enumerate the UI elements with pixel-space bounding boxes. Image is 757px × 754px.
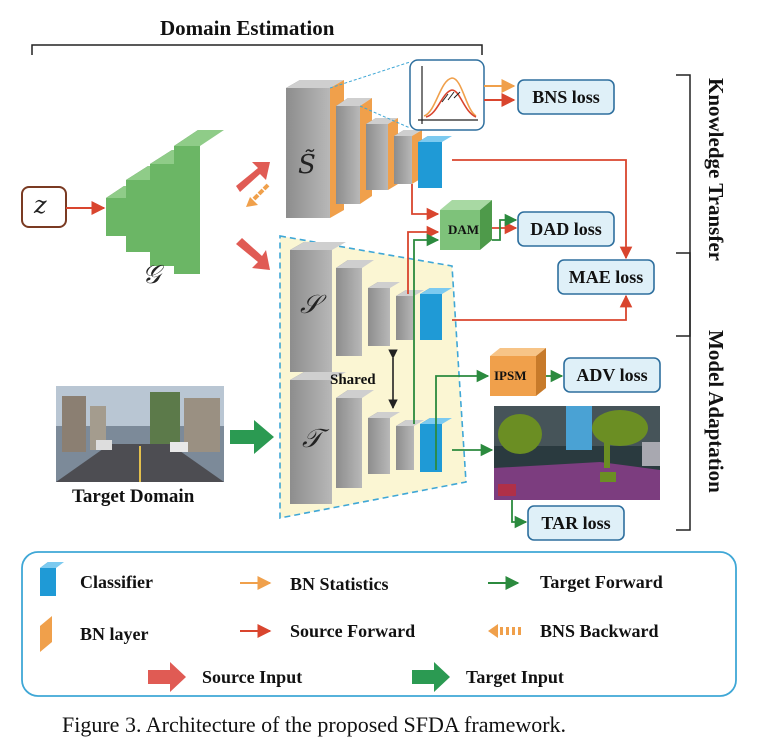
model-adaptation-label: Model Adaptation bbox=[704, 330, 728, 493]
knowledge-transfer-bracket bbox=[676, 74, 691, 337]
t-symbol: 𝒯 bbox=[302, 424, 322, 454]
s-tilde-to-dam-arrow bbox=[411, 184, 440, 221]
t-to-ipsm-arrow bbox=[435, 369, 490, 470]
shared-label: Shared bbox=[330, 372, 376, 388]
source-input-arrow-up bbox=[236, 162, 270, 192]
legend-bn-layer-label: BN layer bbox=[80, 624, 149, 644]
mae-loss-label: MAE loss bbox=[568, 266, 644, 287]
t-network bbox=[290, 372, 452, 504]
segmentation-output-image bbox=[494, 406, 660, 500]
s-network bbox=[290, 242, 452, 372]
adv-loss-box bbox=[563, 357, 661, 393]
legend-bn-layer-icon bbox=[40, 616, 52, 652]
legend-source-input-arrow bbox=[148, 662, 186, 692]
figure-caption: Figure 3. Architecture of the proposed S… bbox=[62, 712, 567, 737]
domain-estimation-bracket bbox=[31, 44, 483, 55]
tar-loss-label: TAR loss bbox=[541, 512, 611, 533]
legend-classifier-label: Classifier bbox=[80, 572, 153, 592]
model-adaptation-bracket bbox=[676, 252, 691, 531]
bns-backward-arrow bbox=[246, 183, 270, 207]
dam-label: DAM bbox=[448, 222, 480, 237]
dad-loss-box bbox=[517, 211, 615, 247]
dam-module bbox=[440, 200, 492, 250]
legend-classifier-icon bbox=[40, 562, 64, 596]
legend-target-forward-label: Target Forward bbox=[540, 572, 663, 592]
s-tilde-symbol: S̃ bbox=[298, 150, 316, 180]
segmentation-to-tar-arrow bbox=[511, 498, 528, 529]
adv-loss-label: ADV loss bbox=[576, 364, 648, 385]
bns-loss-box bbox=[517, 79, 615, 115]
knowledge-transfer-label: Knowledge Transfer bbox=[704, 78, 728, 261]
tar-loss-box bbox=[527, 505, 625, 541]
s-to-mae-arrow bbox=[452, 294, 633, 321]
ipsm-module bbox=[490, 348, 546, 396]
generator-symbol: 𝒢 bbox=[142, 260, 161, 290]
generator-network bbox=[106, 130, 224, 274]
ipsm-label: IPSM bbox=[494, 368, 527, 383]
s-tilde-network bbox=[286, 80, 452, 218]
legend-frame bbox=[21, 551, 737, 697]
s-to-dam-arrow bbox=[407, 225, 440, 294]
legend-bns-backward-label: BNS Backward bbox=[540, 621, 659, 641]
s-symbol: 𝒮 bbox=[300, 290, 321, 320]
mae-loss-box bbox=[557, 259, 655, 295]
dam-to-dad-green-arrow bbox=[492, 213, 518, 241]
bns-loss-label: BNS loss bbox=[532, 86, 600, 107]
legend-target-input-arrow bbox=[412, 662, 450, 692]
dad-loss-label: DAD loss bbox=[530, 218, 602, 239]
s-tilde-to-mae-arrow bbox=[452, 159, 633, 260]
legend-bn-statistics-label: BN Statistics bbox=[290, 574, 389, 594]
domain-estimation-label: Domain Estimation bbox=[160, 16, 335, 40]
t-to-dam-arrow bbox=[413, 233, 440, 424]
target-domain-label: Target Domain bbox=[72, 486, 195, 507]
z-symbol: z bbox=[34, 191, 47, 219]
target-input-arrow bbox=[230, 420, 274, 454]
legend-bns-backward-icon bbox=[488, 624, 521, 638]
legend-source-input-label: Source Input bbox=[202, 667, 303, 687]
legend-source-forward-label: Source Forward bbox=[290, 621, 416, 641]
target-domain-image bbox=[56, 386, 224, 482]
legend-target-input-label: Target Input bbox=[466, 667, 564, 687]
source-input-arrow-down bbox=[236, 238, 270, 270]
